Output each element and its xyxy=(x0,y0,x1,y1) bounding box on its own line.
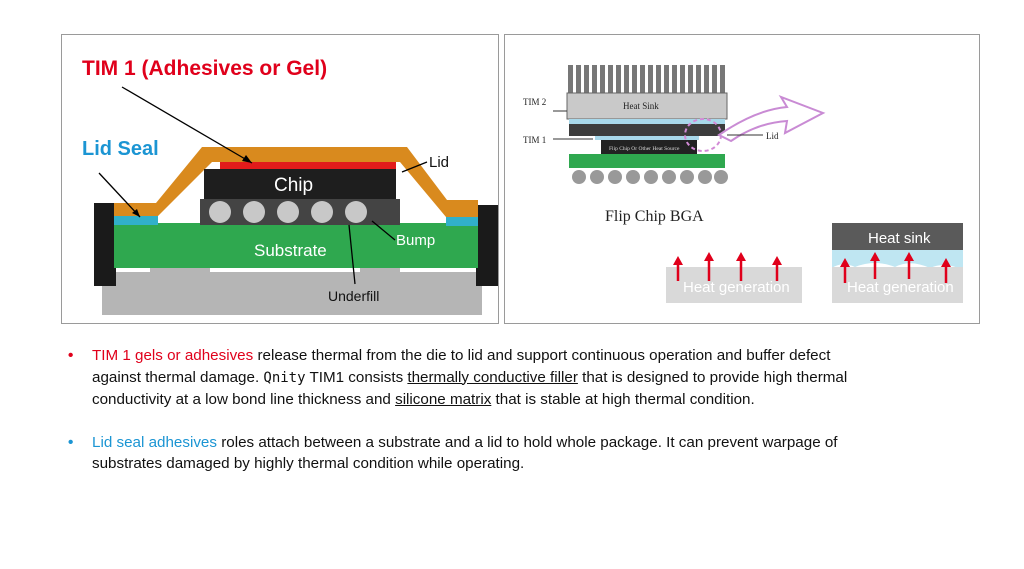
heat-sink-top-label: Heat Sink xyxy=(623,101,659,111)
tim1-highlight: TIM 1 gels or adhesives xyxy=(92,347,254,364)
tim1-text-d: that is stable at high thermal condition… xyxy=(491,391,755,408)
heat-arrows-left xyxy=(673,252,782,281)
lid-leader-line xyxy=(401,161,428,173)
chip-block xyxy=(601,140,697,154)
chip-block-label: Flip Chip Or Other Heat Source xyxy=(609,146,680,152)
bump-ball xyxy=(345,201,367,223)
lid-seal-arrowhead xyxy=(132,209,140,217)
term-silicone-matrix: silicone matrix xyxy=(395,391,492,408)
base-board-left-bump xyxy=(150,267,210,277)
substrate-label: Substrate xyxy=(254,241,327,260)
bullet-lid-seal: • Lid seal adhesives roles attach betwee… xyxy=(68,432,848,475)
lid-label: Lid xyxy=(429,154,449,171)
substrate xyxy=(114,223,478,268)
lid-seal-label: Lid Seal xyxy=(82,138,159,160)
heat-generation-label-left: Heat generation xyxy=(683,279,790,296)
bump-leader-line xyxy=(371,220,396,241)
tim-layer xyxy=(220,162,396,169)
tim1-leader-line xyxy=(121,86,253,164)
heat-flow-arrow xyxy=(717,95,826,143)
flip-chip-bga-panel: Heat Sink Flip Chip Or Other Heat Source… xyxy=(504,34,980,324)
package-substrate xyxy=(569,154,725,168)
tim-fill-layer xyxy=(832,250,963,270)
description-list: • TIM 1 gels or adhesives release therma… xyxy=(68,345,848,475)
package-cross-section-diagram: TIM 1 (Adhesives or Gel) Lid Seal Lid Ch… xyxy=(82,57,498,315)
tim1-text-c: that is designed to provide high thermal… xyxy=(92,368,848,409)
tim1-arrowhead xyxy=(242,155,252,163)
lid-label-right: Lid xyxy=(766,131,779,141)
underfill-leader-line xyxy=(348,224,356,285)
tim1-label-right: TIM 1 xyxy=(523,135,546,145)
lid xyxy=(114,147,478,217)
bullet-tim1: • TIM 1 gels or adhesives release therma… xyxy=(68,345,848,411)
lid-seal-right xyxy=(446,217,478,226)
package-cross-section-panel: TIM 1 (Adhesives or Gel) Lid Seal Lid Ch… xyxy=(61,34,499,324)
solder-balls xyxy=(572,170,728,184)
flip-chip-bga-caption: Flip Chip BGA xyxy=(605,208,704,225)
brand-name: Qnity xyxy=(263,369,306,386)
tim1-text-b: TIM1 consists xyxy=(305,368,408,386)
lid-seal-leader-line xyxy=(98,172,141,218)
heat-sink-label-right: Heat sink xyxy=(868,230,931,247)
bullet-dot-icon: • xyxy=(68,433,74,451)
bump-ball xyxy=(209,201,231,223)
tim1-label: TIM 1 (Adhesives or Gel) xyxy=(82,57,327,80)
bump-label: Bump xyxy=(396,232,435,249)
tim1-layer xyxy=(595,136,699,140)
left-stiffener xyxy=(94,203,116,286)
term-conductive-filler: thermally conductive filler xyxy=(407,368,578,386)
right-stiffener xyxy=(476,205,498,286)
heat-sink-block-right xyxy=(832,223,963,250)
heat-generation-block-right xyxy=(832,267,963,303)
lid-seal-text: roles attach between a substrate and a l… xyxy=(92,433,838,473)
base-board xyxy=(102,272,482,315)
underfill-label: Underfill xyxy=(328,288,379,304)
tim1-text-a: release thermal from the die to lid and … xyxy=(92,347,831,386)
bump-ball xyxy=(243,201,265,223)
tim2-layer xyxy=(569,119,725,124)
chip xyxy=(204,169,396,199)
heat-arrows-right xyxy=(840,252,951,283)
lid-seal-left xyxy=(114,216,158,225)
heat-generation-label-right: Heat generation xyxy=(847,279,954,296)
flip-chip-bga-diagram: Heat Sink Flip Chip Or Other Heat Source… xyxy=(523,65,963,303)
chip-label: Chip xyxy=(274,175,313,196)
lid-seal-highlight: Lid seal adhesives xyxy=(92,433,217,451)
bump-ball xyxy=(277,201,299,223)
base-board-right-bump xyxy=(360,267,400,277)
heat-generation-block-left xyxy=(666,267,802,303)
lid-body xyxy=(569,124,725,136)
heat-sink-fins xyxy=(568,65,725,95)
bump-ball xyxy=(311,201,333,223)
tim2-label: TIM 2 xyxy=(523,97,546,107)
bullet-dot-icon: • xyxy=(68,347,74,364)
